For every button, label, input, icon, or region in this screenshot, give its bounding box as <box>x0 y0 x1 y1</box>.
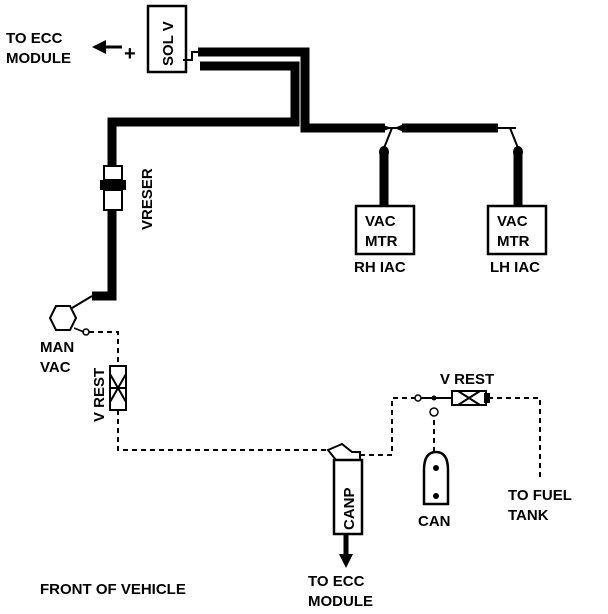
v-rest-left-restrictor <box>109 365 127 411</box>
ecc-arrow-down-icon <box>339 534 353 568</box>
canp-purge-solenoid: CANP <box>326 442 364 536</box>
to-ecc-module-bottom-label-line2: MODULE <box>308 593 373 610</box>
to-fuel-tank-label-line2: TANK <box>508 507 549 524</box>
rh-iac-label: RH IAC <box>354 259 406 276</box>
dash-canp-to-right <box>360 397 416 456</box>
vac-mtr-lh-line1: VAC <box>497 213 528 230</box>
manifold-vacuum-hex-icon <box>48 295 93 336</box>
sol-v-solenoid: SOL V <box>146 4 200 74</box>
man-vac-label-line1: MAN <box>40 339 74 356</box>
lh-iac-label: LH IAC <box>490 259 540 276</box>
vreser-reservoir <box>100 165 126 211</box>
to-fuel-tank-label-line1: TO FUEL <box>508 487 572 504</box>
hose-solv-to-iac <box>198 47 385 133</box>
tee-fitting <box>380 124 519 149</box>
vac-mtr-rh: VAC MTR <box>354 204 416 256</box>
ecc-arrow-left-icon <box>92 40 122 54</box>
can-label: CAN <box>418 513 451 530</box>
v-rest-right-restrictor <box>451 390 490 406</box>
vac-mtr-rh-line1: VAC <box>365 213 396 230</box>
dash-man-to-vrest <box>89 331 119 366</box>
sol-v-label: SOL V <box>160 21 177 66</box>
dash-vrest-to-canp <box>117 410 330 451</box>
to-ecc-module-top-label-line1: TO ECC <box>6 30 63 47</box>
v-rest-left-label: V REST <box>91 368 108 422</box>
vac-mtr-lh-line2: MTR <box>497 233 530 250</box>
front-of-vehicle-label: FRONT OF VEHICLE <box>40 581 186 598</box>
dash-vrest-to-tank <box>488 397 541 478</box>
plus-sign: + <box>124 43 136 65</box>
to-ecc-module-bottom-label-line1: TO ECC <box>308 573 365 590</box>
to-ecc-module-top-label-line2: MODULE <box>6 50 71 67</box>
hose-vreser-to-manifold <box>92 210 117 301</box>
vreser-label: VRESER <box>139 168 156 230</box>
hose-solv-to-vreser <box>107 61 300 168</box>
man-vac-label-line2: VAC <box>40 359 71 376</box>
charcoal-canister <box>422 450 450 506</box>
canp-label: CANP <box>341 487 358 530</box>
vac-mtr-lh: VAC MTR <box>486 204 548 256</box>
v-rest-right-label: V REST <box>440 371 494 388</box>
vac-mtr-rh-line2: MTR <box>365 233 398 250</box>
